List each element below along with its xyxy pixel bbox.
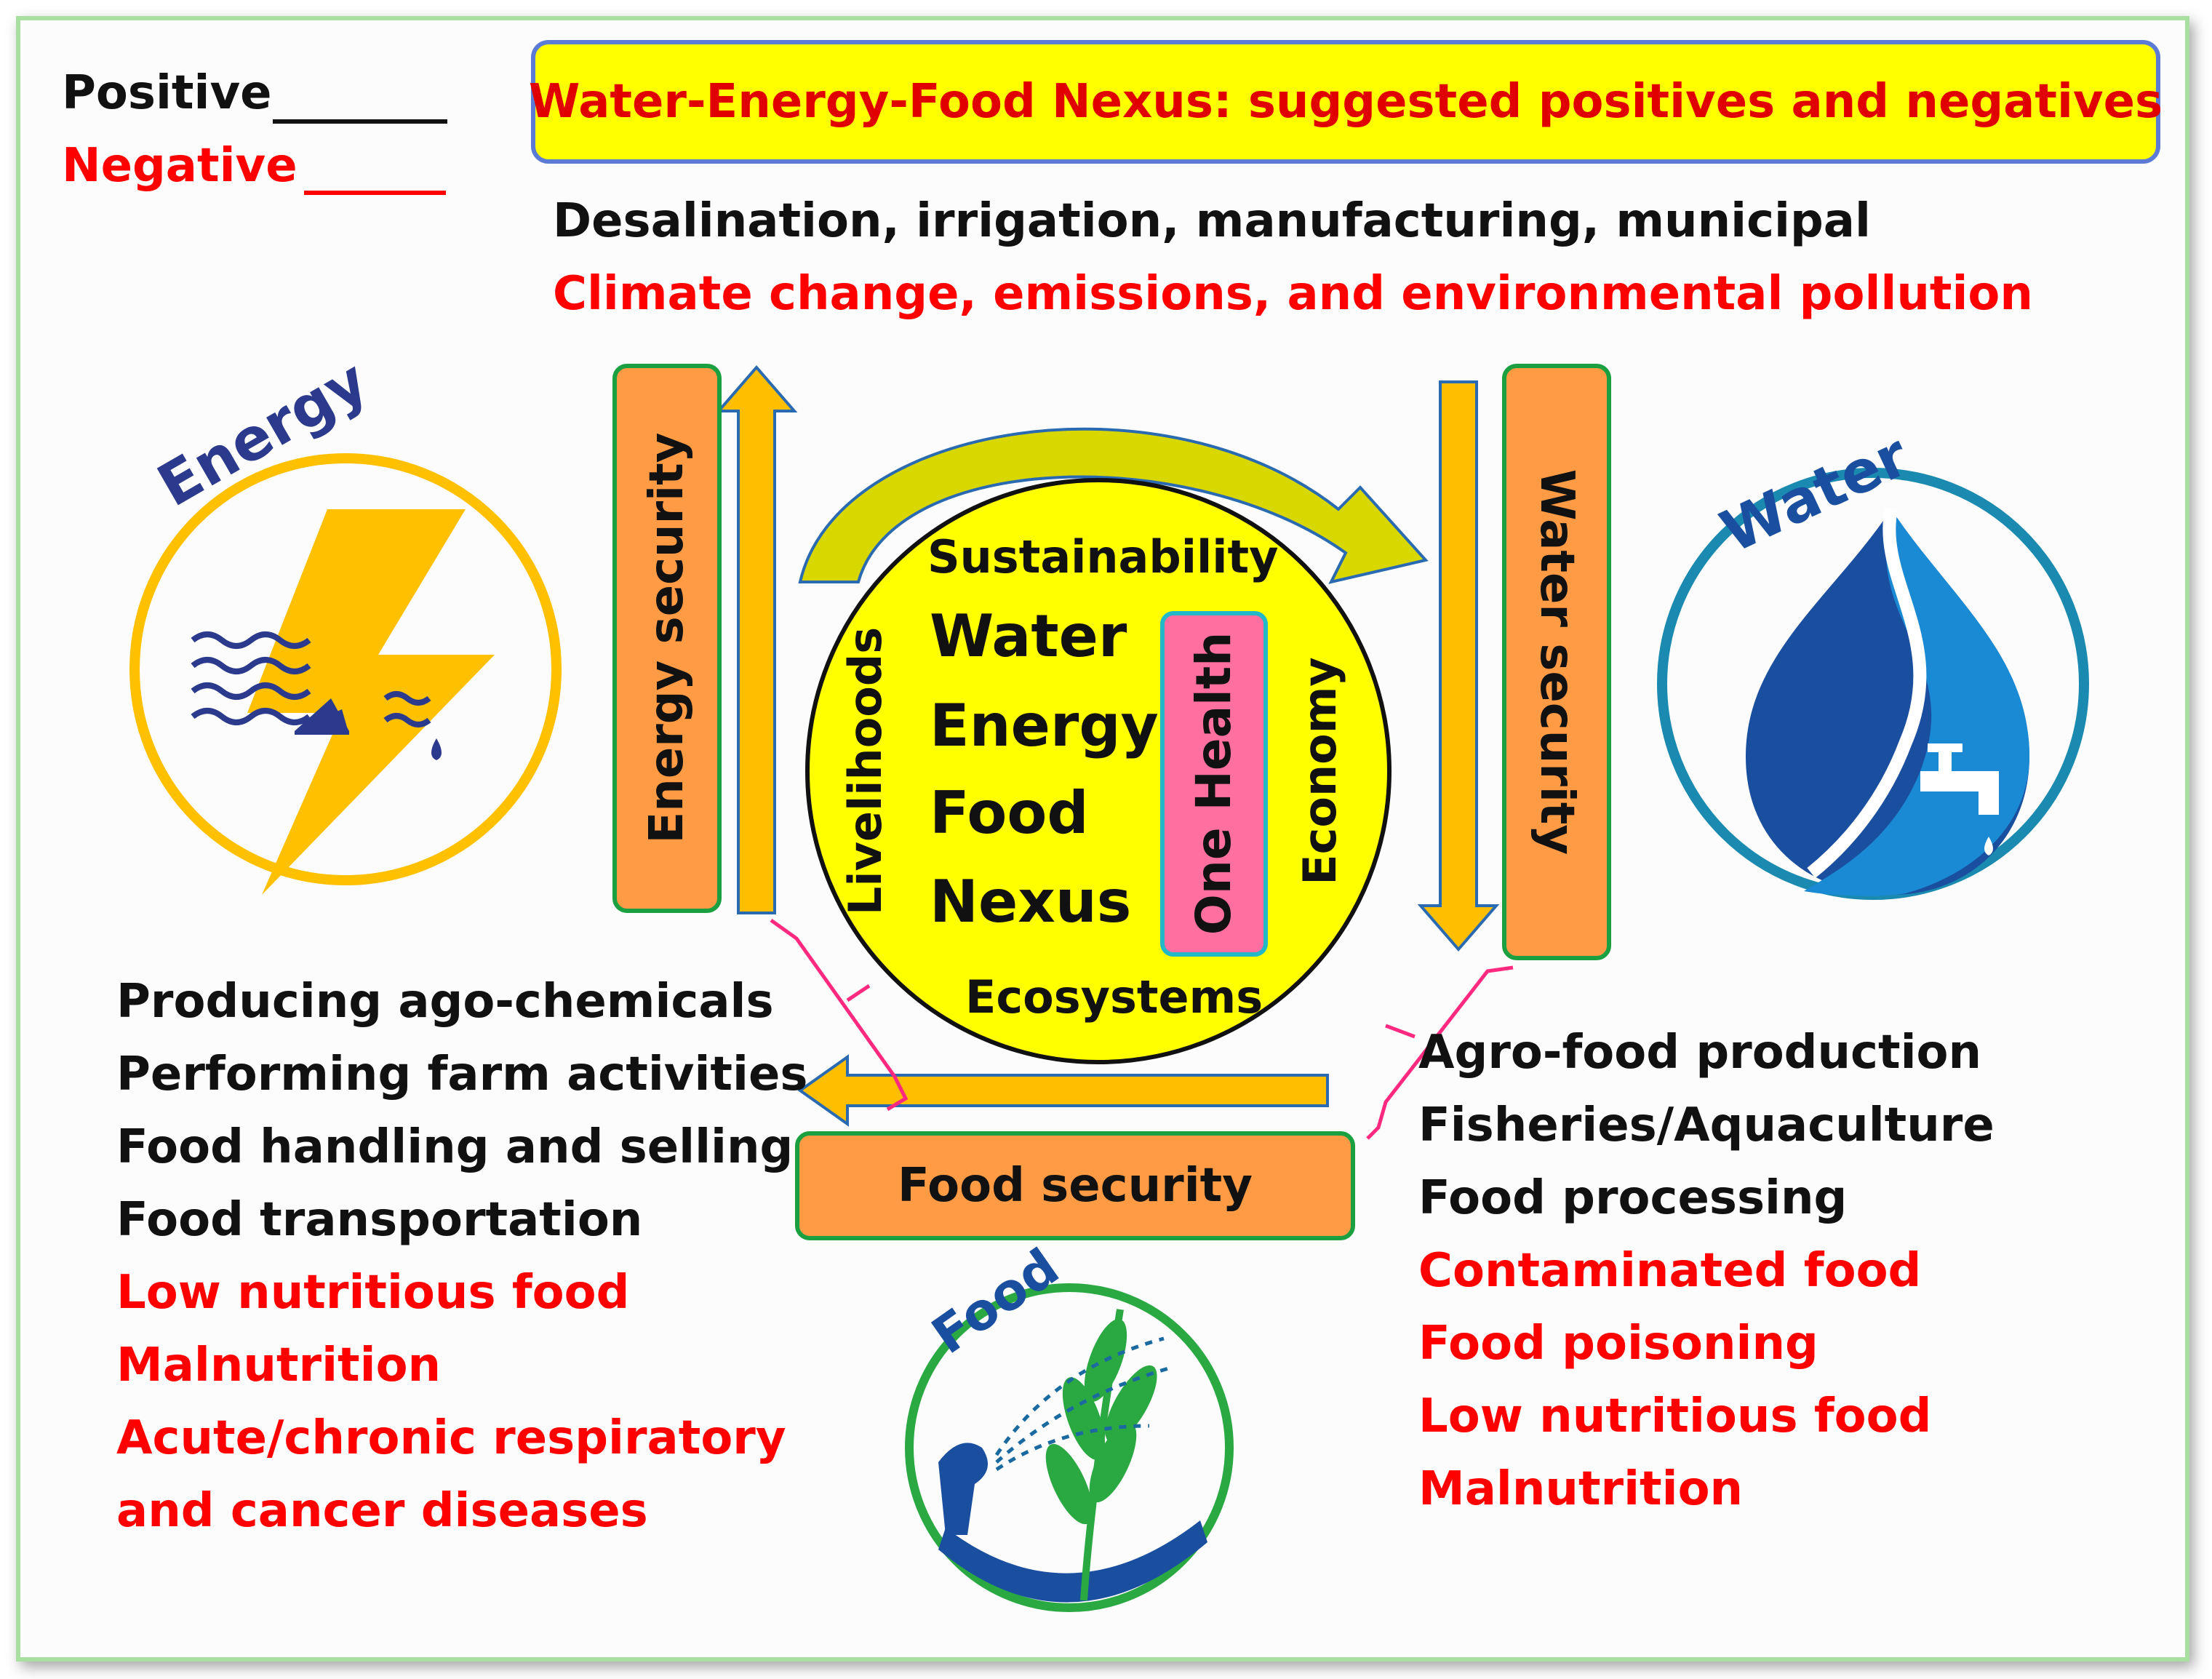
legend-negative-label: Negative — [62, 139, 298, 193]
bracket-right — [1366, 965, 1514, 1140]
left-positive-item-2: Performing farm activities — [116, 1048, 808, 1101]
circle-right-label: Economy — [1293, 657, 1346, 885]
food-security-label: Food security — [898, 1159, 1253, 1213]
food-security-box — [795, 1131, 1355, 1240]
energy-security-label: Energy security — [640, 432, 694, 844]
curved-arrow — [798, 427, 1429, 584]
circle-bottom-label: Ecosystems — [965, 970, 1263, 1024]
energy-up-arrow — [715, 364, 798, 914]
water-down-arrow — [1417, 380, 1500, 952]
left-positive-item-3: Food handling and selling — [116, 1120, 794, 1174]
energy-icon — [129, 453, 562, 895]
left-negative-item-1: Low nutritious food — [116, 1266, 630, 1320]
right-positive-item-2: Fisheries/Aquaculture — [1418, 1098, 1995, 1152]
left-negative-item-3: Acute/chronic respiratory — [116, 1411, 786, 1465]
water-security-label: Water security — [1530, 468, 1584, 856]
left-positive-item-1: Producing ago-chemicals — [116, 975, 774, 1029]
one-health-label: One Health — [1186, 631, 1242, 936]
legend-negative-line — [304, 191, 446, 195]
right-positive-item-3: Food processing — [1418, 1171, 1848, 1225]
right-negative-item-4: Malnutrition — [1418, 1462, 1744, 1516]
legend-positive-line — [273, 119, 447, 124]
nexus-word-energy: Energy — [930, 692, 1159, 759]
top-negative-text: Climate change, emissions, and environme… — [553, 267, 2033, 321]
nexus-word-nexus: Nexus — [930, 868, 1132, 936]
diagram-title: Water-Energy-Food Nexus: suggested posit… — [528, 75, 2163, 129]
food-left-arrow — [797, 1054, 1329, 1127]
energy-security-box — [612, 364, 722, 913]
water-icon — [1657, 468, 2089, 900]
top-positive-text: Desalination, irrigation, manufacturing,… — [553, 194, 1871, 248]
food-icon — [905, 1283, 1234, 1612]
circle-top-label: Sustainability — [927, 530, 1279, 583]
left-negative-item-2: Malnutrition — [116, 1339, 442, 1392]
circle-left-label: Livelihoods — [839, 626, 892, 916]
right-negative-item-2: Food poisoning — [1418, 1317, 1818, 1371]
title-box: Water-Energy-Food Nexus: suggested posit… — [528, 40, 2163, 164]
right-positive-item-1: Agro-food production — [1418, 1026, 1982, 1080]
left-positive-item-4: Food transportation — [116, 1193, 643, 1247]
legend-positive-label: Positive — [62, 66, 272, 120]
left-negative-item-4: and cancer diseases — [116, 1484, 648, 1538]
nexus-word-food: Food — [930, 779, 1089, 847]
nexus-word-water: Water — [930, 602, 1127, 670]
water-security-box — [1502, 364, 1611, 960]
one-health-box — [1160, 611, 1268, 957]
right-negative-item-1: Contaminated food — [1418, 1244, 1922, 1298]
right-negative-item-3: Low nutritious food — [1418, 1389, 1932, 1443]
bracket-left — [770, 918, 909, 1112]
